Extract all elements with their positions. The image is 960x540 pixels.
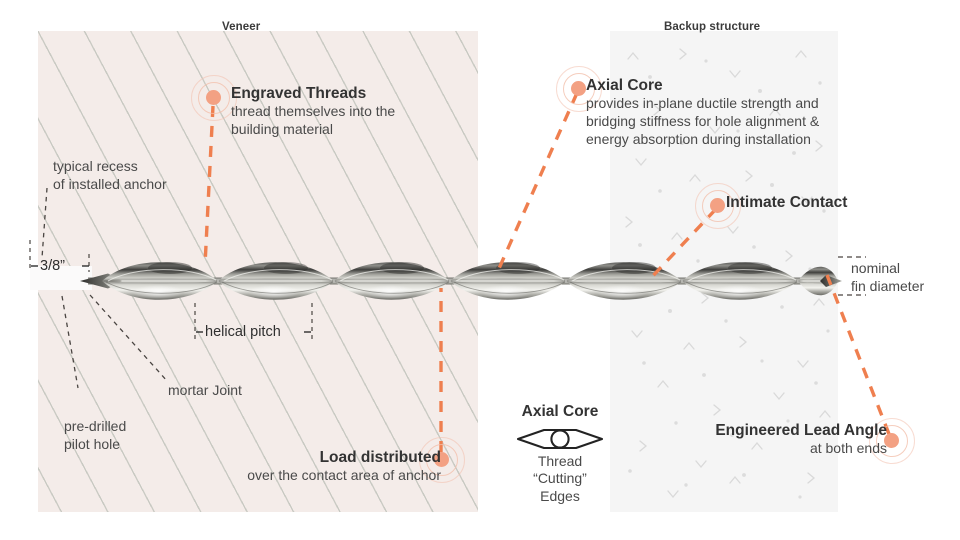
label-recess-dimension: 3/8”: [40, 258, 65, 274]
callout-engineered-lead-angle: Engineered Lead Angle at both ends: [600, 422, 887, 458]
callout-axial-core: Axial Core provides in-plane ductile str…: [586, 77, 819, 148]
axial-core-legend: Axial Core Thread “Cutting” Edges: [494, 403, 626, 505]
callout-title: Axial Core: [586, 77, 663, 94]
hotspot-ring-inner: [563, 73, 595, 105]
leader-axial-core: [495, 92, 579, 274]
callout-title: Intimate Contact: [726, 194, 848, 211]
hotspot-ring-outer: [869, 418, 915, 464]
label-pilot-hole: pre-drilled pilot hole: [64, 418, 127, 452]
callout-body: provides in-plane ductile strength and b…: [586, 95, 820, 147]
hotspot-dot: [883, 432, 899, 448]
hotspot-dot: [433, 451, 449, 467]
callout-title: Engraved Threads: [231, 85, 367, 102]
hotspot-dot: [205, 89, 221, 105]
callout-engraved-threads: Engraved Threads thread themselves into …: [231, 85, 395, 139]
callout-title: Load distributed: [319, 449, 441, 466]
label-nominal-fin-diameter: nominal fin diameter: [851, 260, 925, 294]
label-helical-pitch: helical pitch: [205, 324, 281, 340]
hotspot-dot: [709, 197, 725, 213]
callout-body: over the contact area of anchor: [247, 467, 441, 484]
hotspot-axial-core[interactable]: [555, 65, 602, 112]
backup-panel-caption: Backup structure: [664, 21, 761, 33]
anchor-svg: [80, 262, 842, 300]
hotspot-ring-outer: [419, 437, 465, 483]
callout-title: Engineered Lead Angle: [715, 422, 887, 439]
veneer-panel-caption: Veneer: [222, 21, 261, 33]
hotspot-engraved-threads[interactable]: [190, 74, 237, 121]
hotspot-engineered-lead-angle[interactable]: [868, 417, 915, 464]
lens-cross-section-icon: [494, 426, 626, 452]
callout-body: at both ends: [809, 440, 887, 457]
hotspot-ring-outer: [556, 66, 602, 112]
callout-load-distributed: Load distributed over the contact area o…: [144, 449, 441, 485]
legend-subtitle: Thread “Cutting” Edges: [533, 452, 587, 504]
hotspot-ring-inner: [426, 444, 458, 476]
hotspot-ring-inner: [702, 190, 734, 222]
callout-intimate-contact: Intimate Contact: [726, 194, 847, 212]
hotspot-ring-inner: [876, 425, 908, 457]
anchor-recess-notch: [30, 266, 92, 290]
callout-body: thread themselves into the building mate…: [231, 103, 396, 137]
helical-anchor-illustration: [78, 248, 842, 314]
label-typical-recess: typical recess of installed anchor: [53, 158, 167, 192]
hotspot-ring-outer: [695, 183, 741, 229]
hotspot-ring-outer: [191, 75, 237, 121]
hotspot-ring-inner: [198, 82, 230, 114]
label-mortar-joint: mortar Joint: [168, 382, 242, 398]
hotspot-dot: [570, 80, 586, 96]
hotspot-load-distributed[interactable]: [418, 436, 465, 483]
hotspot-intimate-contact[interactable]: [694, 182, 741, 229]
legend-title: Axial Core: [521, 403, 599, 420]
